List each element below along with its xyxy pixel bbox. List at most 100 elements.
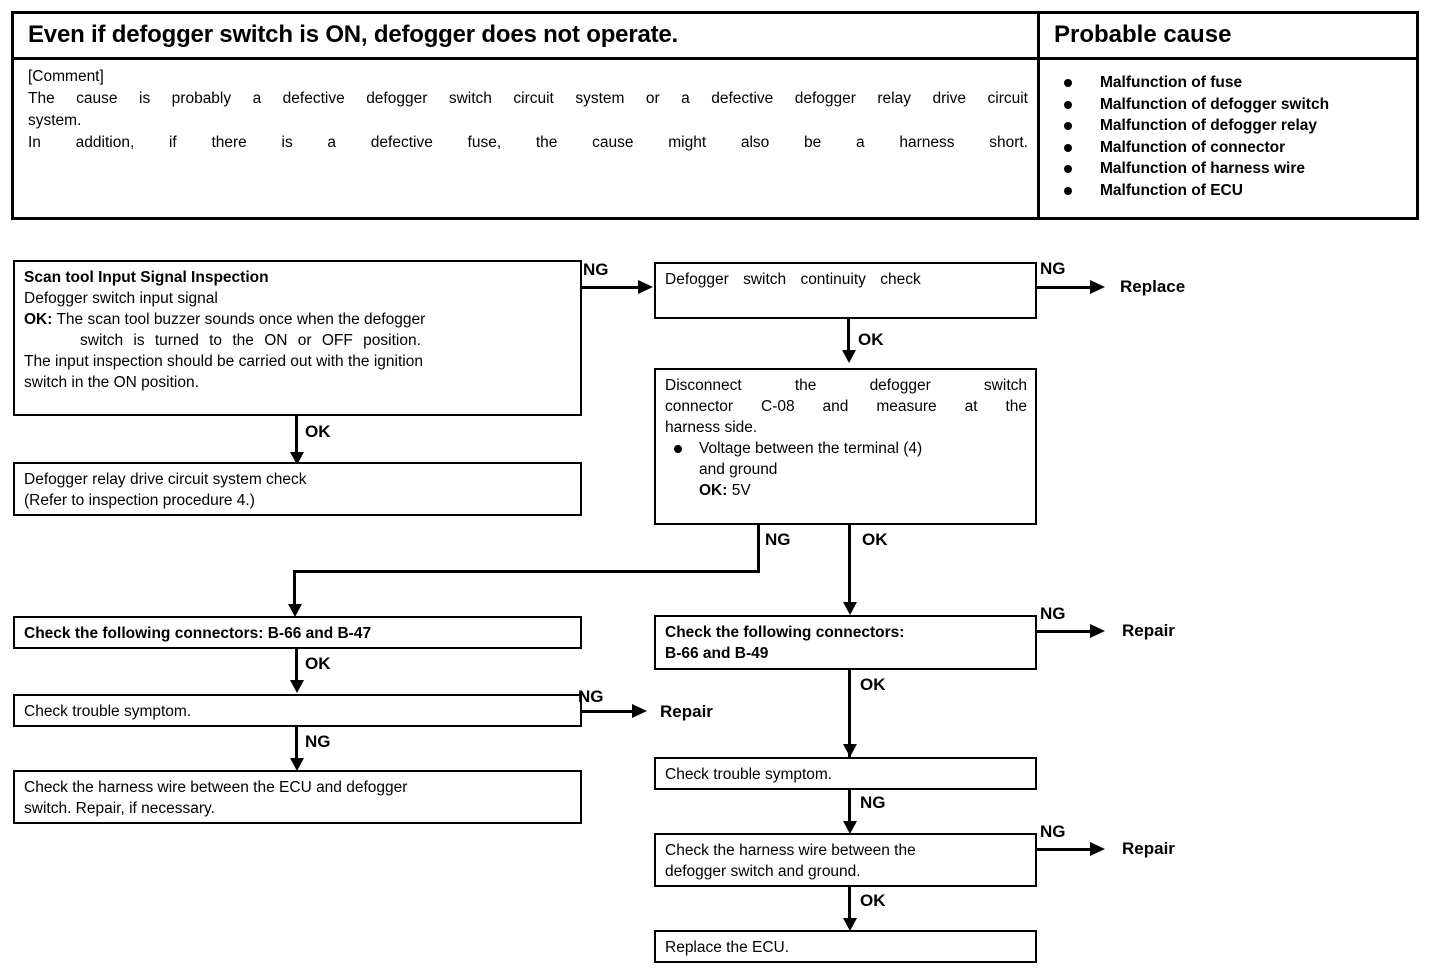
box-check-trouble-symptom-right: Check trouble symptom. xyxy=(654,757,1037,790)
bullet-icon xyxy=(1064,165,1072,173)
disconnect-line-2: connector C-08 and measure at the xyxy=(665,398,1027,415)
symptom-title: Even if defogger switch is ON, defogger … xyxy=(28,21,679,48)
arrow-down-icon xyxy=(288,604,302,617)
box-check-connectors-b66-b47: Check the following connectors: B-66 and… xyxy=(13,616,582,649)
connector-line-ng-continuity xyxy=(1035,286,1097,289)
bullet-icon xyxy=(1064,100,1072,109)
connector-line-ok-connectors-right-ext xyxy=(848,670,851,757)
ok-value: 5V xyxy=(731,482,751,499)
continuity-check-label: Defogger switch continuity check xyxy=(665,271,921,288)
harness-left-line-2: switch. Repair, if necessary. xyxy=(24,800,215,817)
label-ok-connectors-right: OK xyxy=(860,675,886,694)
arrow-down-icon xyxy=(843,602,857,615)
bullet-icon xyxy=(674,445,682,453)
arrow-down-icon xyxy=(290,680,304,693)
connector-line-ng-trouble-to-harness-left xyxy=(295,727,298,767)
box-disconnect-connector-c08: Disconnect the defogger switch connector… xyxy=(654,368,1037,525)
connector-line-ng-trouble-to-harness-right xyxy=(848,790,851,830)
arrow-down-icon xyxy=(290,758,304,771)
box-defogger-switch-continuity-check: Defogger switch continuity check xyxy=(654,262,1037,319)
trouble-right-label: Check trouble symptom. xyxy=(665,766,833,783)
ok-label: OK: xyxy=(699,482,728,499)
cause-label: Malfunction of harness wire xyxy=(1100,160,1305,177)
arrow-down-icon xyxy=(842,350,856,363)
box-defogger-relay-drive-circuit-check: Defogger relay drive circuit system chec… xyxy=(13,462,582,516)
list-item: Malfunction of ECU xyxy=(1054,180,1329,202)
harness-right-line-1: Check the harness wire between the xyxy=(665,842,916,859)
scan-tool-heading: Scan tool Input Signal Inspection xyxy=(24,269,269,286)
label-ng-disconnect: NG xyxy=(765,530,791,549)
scan-tool-ok-line: OK: The scan tool buzzer sounds once whe… xyxy=(24,309,572,330)
probable-cause-list: Malfunction of fuse Malfunction of defog… xyxy=(1054,72,1329,201)
comment-block: [Comment] The cause is probably a defect… xyxy=(28,66,1028,154)
cause-label: Malfunction of connector xyxy=(1100,138,1286,156)
symptom-header-table: Even if defogger switch is ON, defogger … xyxy=(11,11,1419,220)
cause-label: Malfunction of ECU xyxy=(1100,181,1243,199)
harness-left-line-1: Check the harness wire between the ECU a… xyxy=(24,779,408,796)
cause-label: Malfunction of fuse xyxy=(1100,74,1243,91)
bullet-icon xyxy=(1064,79,1072,87)
box-check-harness-ecu-defogger-switch: Check the harness wire between the ECU a… xyxy=(13,770,582,824)
connector-line-ng-harness-right xyxy=(1035,848,1097,851)
list-item: Malfunction of connector xyxy=(1054,137,1329,159)
cause-label: Malfunction of defogger switch xyxy=(1100,95,1330,113)
comment-line-3: In addition, if there is a defective fus… xyxy=(28,134,1028,151)
disconnect-line-3: harness side. xyxy=(665,419,758,436)
arrow-down-icon xyxy=(290,452,304,465)
bullet-icon xyxy=(1064,122,1072,130)
comment-label: [Comment] xyxy=(28,68,104,85)
label-ok-harness-right: OK xyxy=(860,891,886,910)
comment-line-1: The cause is probably a defective defogg… xyxy=(28,90,1028,107)
cause-label: Malfunction of defogger relay xyxy=(1100,117,1318,134)
label-ok-continuity: OK xyxy=(858,330,884,349)
ok-prefix: OK: xyxy=(24,311,53,328)
bullet-icon xyxy=(1064,186,1072,195)
box-check-trouble-symptom-left: Check trouble symptom. xyxy=(13,694,582,727)
trouble-left-label: Check trouble symptom. xyxy=(24,703,192,720)
label-ng-harness-left: NG xyxy=(305,732,331,751)
probable-cause-title: Probable cause xyxy=(1054,21,1232,48)
connectors-right-line-1: Check the following connectors: xyxy=(665,624,905,641)
disconnect-bullet-item: Voltage between the terminal (4) xyxy=(665,438,1027,459)
disconnect-bullet-text: Voltage between the terminal (4) xyxy=(699,440,923,457)
relay-drive-line-2: (Refer to inspection procedure 4.) xyxy=(24,492,255,509)
connector-line-ok-continuity-to-disconnect xyxy=(847,319,850,355)
scan-tool-ok-continuation: switch is turned to the ON or OFF positi… xyxy=(80,332,421,349)
connector-line-ok-harness-to-replace-ecu xyxy=(848,887,851,927)
arrow-right-icon xyxy=(1090,280,1105,294)
label-ng-continuity: NG xyxy=(1040,259,1066,278)
header-column-divider xyxy=(1037,14,1040,217)
connector-line-ng-disconnect-down xyxy=(757,525,760,572)
bullet-icon xyxy=(1064,143,1072,152)
label-ok-connectors-left: OK xyxy=(305,654,331,673)
label-ng-connectors-right: NG xyxy=(1040,604,1066,623)
box-check-connectors-b66-b49: Check the following connectors: B-66 and… xyxy=(654,615,1037,670)
list-item: Malfunction of defogger switch xyxy=(1054,94,1329,116)
scan-tool-line-2: Defogger switch input signal xyxy=(24,290,218,307)
connector-line-ng-connectors-right xyxy=(1035,630,1097,633)
arrow-down-icon xyxy=(843,918,857,931)
replace-ecu-label: Replace the ECU. xyxy=(665,939,790,956)
connector-line-ng-scan-to-continuity xyxy=(580,286,642,289)
terminal-repair-connectors: Repair xyxy=(1122,621,1175,640)
connectors-right-line-2: B-66 and B-49 xyxy=(665,645,769,662)
arrow-right-icon xyxy=(1090,624,1105,638)
disconnect-bullet-continuation: and ground xyxy=(699,461,778,478)
connector-line-ng-into-connectors-left xyxy=(293,570,296,612)
label-ng-trouble-right: NG xyxy=(860,793,886,812)
header-title-row xyxy=(14,14,1416,60)
arrow-right-icon xyxy=(1090,842,1105,856)
disconnect-ok-line: OK: 5V xyxy=(665,480,1027,501)
ok-text: The scan tool buzzer sounds once when th… xyxy=(56,311,426,328)
list-item: Malfunction of fuse xyxy=(1054,72,1329,94)
comment-line-2: system. xyxy=(28,112,82,129)
arrow-right-icon xyxy=(632,704,647,718)
relay-drive-line-1: Defogger relay drive circuit system chec… xyxy=(24,471,307,488)
disconnect-line-1: Disconnect the defogger switch xyxy=(665,377,1027,394)
box-scan-tool-input-signal-inspection: Scan tool Input Signal Inspection Defogg… xyxy=(13,260,582,416)
box-check-harness-switch-ground: Check the harness wire between the defog… xyxy=(654,833,1037,887)
label-ng-scan-tool: NG xyxy=(583,260,609,279)
connector-line-connectors-to-trouble-left xyxy=(295,649,298,689)
label-ng-harness-right: NG xyxy=(1040,822,1066,841)
